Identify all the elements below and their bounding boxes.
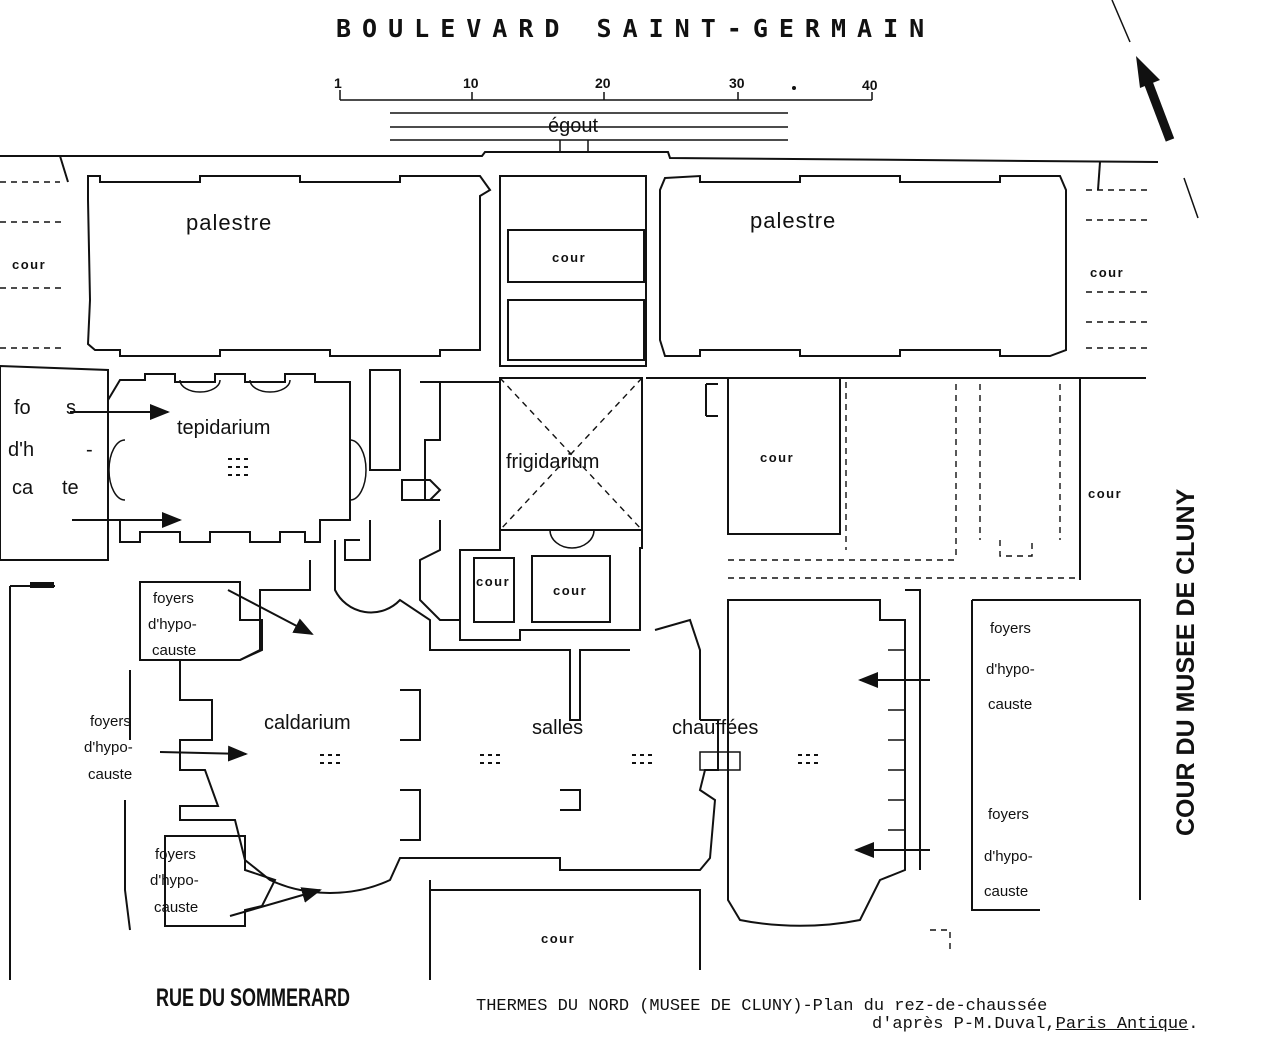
caption-line-2: d'après P-M.Duval,Paris Antique. [872, 1016, 1198, 1033]
north-walls [0, 151, 1159, 349]
street-cour-du-musee-de-cluny: COUR DU MUSEE DE CLUNY [1172, 488, 1200, 836]
label-tepidarium: tepidarium [177, 417, 271, 439]
label-foyers-west-partial: fo [14, 397, 31, 419]
caldarium-wall [179, 560, 719, 894]
label-palestre-east: palestre [750, 208, 837, 233]
southwest-blocks [9, 581, 277, 980]
sewer-lines [390, 112, 788, 153]
label-hypo-b: d'hypo- [84, 739, 133, 756]
flow-arrows [70, 404, 930, 917]
label-cour-south: cour [541, 931, 576, 946]
label-hypo-a: d'hypo- [148, 616, 197, 633]
label-chauffees: chauffées [672, 717, 759, 739]
scale-tick-30: 30 [729, 75, 745, 91]
label-salles: salles [532, 717, 584, 739]
label-causte-e: causte [984, 883, 1029, 900]
label-causte-d: causte [988, 696, 1033, 713]
palestre-west-wall [86, 175, 492, 357]
label-hypo-west-partial-end: - [86, 439, 93, 461]
label-cour-east-north: cour [1090, 265, 1125, 280]
label-cour-west: cour [12, 257, 47, 272]
scale-tick-20: 20 [595, 75, 611, 91]
street-rue-du-sommerard: RUE DU SOMMERARD [156, 984, 351, 1012]
label-palestre-west: palestre [186, 210, 273, 235]
scale-tick-40: 40 [862, 77, 878, 93]
label-foyers-c: foyers [155, 846, 196, 863]
label-causte-b: causte [88, 766, 133, 783]
east-courts [646, 377, 1146, 580]
west-furnace-block [0, 364, 109, 561]
label-foyers-a: foyers [153, 590, 194, 607]
hypocaust-dots [228, 458, 818, 764]
label-cour-central-north: cour [552, 250, 587, 265]
caption-line-1: THERMES DU NORD (MUSEE DE CLUNY)-Plan du… [476, 997, 1048, 1016]
label-cour-small-1: cour [476, 574, 511, 589]
scale-tick-1: 1 [334, 75, 342, 91]
scale-bar [339, 86, 873, 101]
palestre-east-wall [659, 174, 1067, 357]
label-hypo-west-partial: d'h [8, 439, 35, 461]
tepidarium-wall [107, 373, 351, 543]
label-cour-small-2: cour [553, 583, 588, 598]
label-frigidarium: frigidarium [506, 451, 600, 473]
label-foyers-d: foyers [990, 620, 1031, 637]
east-hall-wall [727, 599, 906, 927]
central-courts [499, 175, 647, 367]
label-cour-east-far: cour [1088, 486, 1123, 501]
label-causte-west-partial: ca [12, 477, 34, 499]
label-foyers-e: foyers [988, 806, 1029, 823]
label-causte-a: causte [152, 642, 197, 659]
north-arrow [1111, 0, 1199, 219]
east-furnace-block [971, 599, 1141, 911]
caption-prefix: d'après P-M.Duval, [872, 1015, 1056, 1034]
caption-source: Paris Antique [1055, 1015, 1189, 1034]
label-caldarium: caldarium [264, 712, 351, 734]
central-connectors [334, 520, 701, 721]
south-court-wall [429, 880, 701, 980]
label-foyers-b: foyers [90, 713, 131, 730]
street-boulevard-saint-germain: BOULEVARD SAINT-GERMAIN [336, 14, 936, 43]
label-causte-c: causte [154, 899, 199, 916]
caption-suffix: . [1188, 1015, 1199, 1034]
label-egout: égout [548, 115, 599, 137]
label-cour-east-middle: cour [760, 450, 795, 465]
label-foyers-west-partial-end: s [66, 397, 76, 419]
label-hypo-d: d'hypo- [986, 661, 1035, 678]
label-hypo-e: d'hypo- [984, 848, 1033, 865]
label-causte-west-partial-end: te [62, 477, 79, 499]
label-hypo-c: d'hypo- [150, 872, 199, 889]
south-courts [459, 529, 643, 641]
scale-tick-10: 10 [463, 75, 479, 91]
